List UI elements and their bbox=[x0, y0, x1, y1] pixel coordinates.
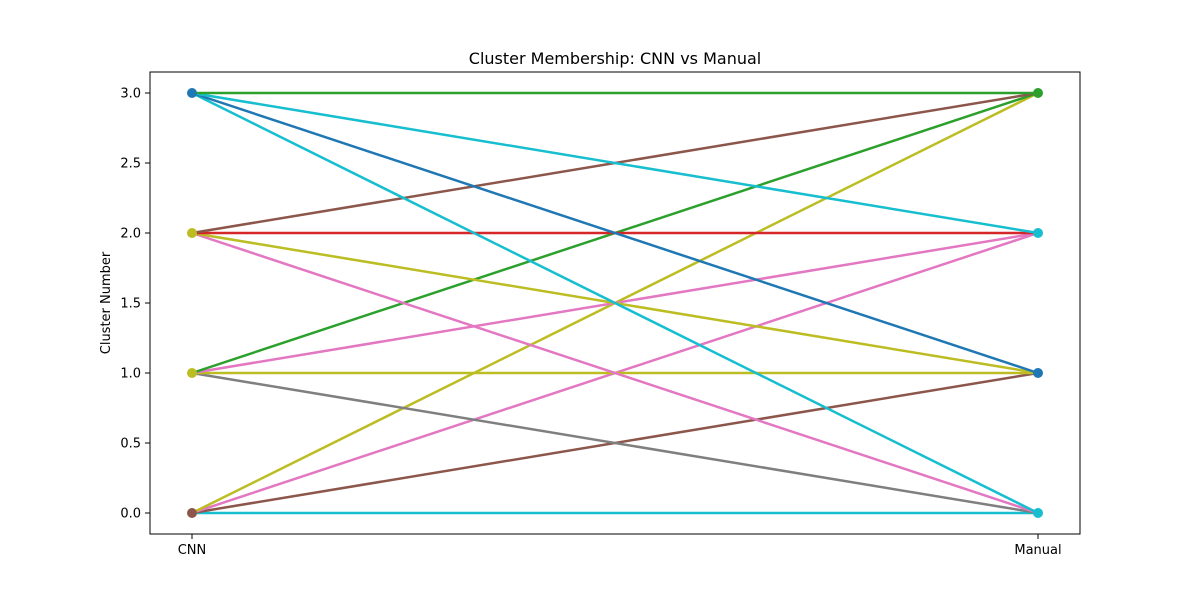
y-axis-label: Cluster Number bbox=[99, 251, 114, 354]
x-tick-label: Manual bbox=[1014, 543, 1061, 558]
series-line-13 bbox=[190, 91, 1040, 515]
data-point-cnn-2 bbox=[187, 228, 197, 238]
data-point-cnn-0 bbox=[187, 508, 197, 518]
series-line-14 bbox=[190, 91, 1040, 375]
y-tick-label: 2.5 bbox=[120, 157, 141, 172]
chart-title: Cluster Membership: CNN vs Manual bbox=[469, 49, 761, 68]
y-tick-label: 1.5 bbox=[120, 297, 141, 312]
series-line-5 bbox=[190, 371, 1040, 515]
data-point-manual-1 bbox=[1033, 368, 1043, 378]
data-point-cnn-1 bbox=[187, 368, 197, 378]
data-point-manual-0 bbox=[1033, 508, 1043, 518]
y-tick-label: 2.0 bbox=[120, 227, 141, 242]
y-tick-label: 1.0 bbox=[120, 367, 141, 382]
data-point-manual-2 bbox=[1033, 228, 1043, 238]
data-point-cnn-3 bbox=[187, 88, 197, 98]
series-line-15 bbox=[190, 91, 1040, 235]
y-tick-label: 0.5 bbox=[120, 437, 141, 452]
x-axis-ticks: CNN Manual bbox=[178, 534, 1062, 558]
y-tick-label: 0.0 bbox=[120, 507, 141, 522]
series-line-9 bbox=[190, 231, 1040, 515]
data-points bbox=[187, 88, 1043, 518]
y-tick-label: 3.0 bbox=[120, 87, 141, 102]
data-point-manual-3 bbox=[1033, 88, 1043, 98]
series-lines bbox=[190, 91, 1040, 515]
y-axis-ticks: 0.0 0.5 1.0 1.5 2.0 2.5 3.0 bbox=[120, 87, 150, 522]
x-tick-label: CNN bbox=[178, 543, 207, 558]
